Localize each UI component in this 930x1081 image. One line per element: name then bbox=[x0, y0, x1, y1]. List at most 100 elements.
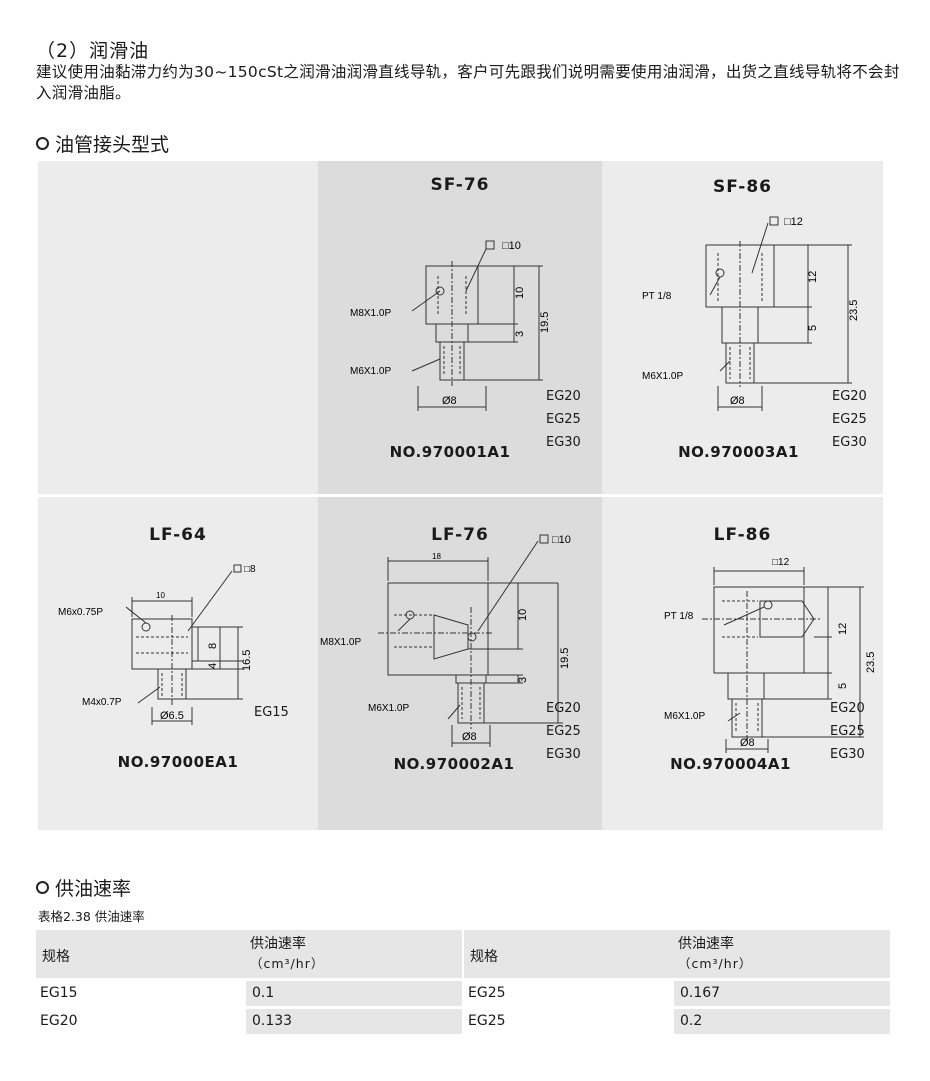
model-item: EG20 bbox=[832, 389, 867, 404]
thread-top-label: M8X1.0P bbox=[350, 308, 391, 319]
spec-cell: EG20 bbox=[40, 1013, 78, 1029]
part-number: NO.97000EA1 bbox=[117, 753, 239, 771]
model-item: EG20 bbox=[546, 701, 581, 716]
thread-bottom-label: M6X1.0P bbox=[664, 711, 705, 722]
rate-header-label: 供油速率 bbox=[678, 936, 734, 952]
model-item: EG25 bbox=[546, 724, 581, 739]
dim-a-label: 8 bbox=[207, 643, 219, 649]
thread-top-label: M6x0.75P bbox=[58, 607, 103, 618]
fitting-card-lf64: LF-64 bbox=[38, 497, 318, 830]
dim-total-label: 19.5 bbox=[559, 648, 571, 669]
square-label: □10 bbox=[552, 534, 571, 546]
dim-total-label: 19.5 bbox=[539, 312, 551, 333]
rate-table-left: 规格 供油速率 （cm³/hr） EG15 0.1 EG20 0.133 bbox=[36, 930, 462, 1034]
dim-a-label: 12 bbox=[807, 271, 819, 283]
thread-top-label: M8X1.0P bbox=[320, 637, 361, 648]
model-item: EG30 bbox=[546, 747, 581, 762]
sf86-drawing: □12 PT 1/8 M6X1.0P 12 5 23.5 Ø8 bbox=[642, 216, 860, 411]
table-header: 规格 供油速率 （cm³/hr） bbox=[36, 930, 462, 978]
dim-b-label: 4 bbox=[207, 663, 219, 669]
rate-header-label: 供油速率 bbox=[250, 936, 306, 952]
square-label: □8 bbox=[244, 564, 256, 575]
width-label: 10 bbox=[156, 591, 165, 600]
fitting-card-lf86: LF-86 bbox=[602, 497, 883, 830]
fitting-name: SF-76 bbox=[430, 175, 490, 195]
table-row: EG20 0.133 bbox=[36, 1009, 462, 1034]
lf64-drawing: □8 10 M6x0.75P M4x0.7P 8 4 16.5 Ø6.5 bbox=[58, 564, 256, 725]
fitting-card-sf86: SF-86 bbox=[602, 161, 883, 494]
model-item: EG25 bbox=[832, 412, 867, 427]
square-label: □12 bbox=[772, 557, 790, 568]
model-item: EG20 bbox=[830, 701, 865, 716]
part-number: NO.970002A1 bbox=[393, 755, 515, 773]
dim-a-label: 10 bbox=[517, 609, 529, 621]
model-list: EG20 EG25 EG30 bbox=[546, 697, 581, 766]
fittings-section-label: 油管接头型式 bbox=[55, 134, 170, 156]
dim-total-label: 16.5 bbox=[241, 650, 253, 671]
rate-section-label: 供油速率 bbox=[55, 878, 132, 900]
fitting-card-lf76: LF-76 bbox=[318, 497, 602, 830]
dim-b-label: 5 bbox=[807, 325, 819, 331]
diameter-label: Ø8 bbox=[730, 395, 745, 407]
subsection-title: （2）润滑油 bbox=[36, 40, 150, 62]
circle-bullet-icon bbox=[36, 881, 49, 894]
rate-cell: 0.167 bbox=[680, 985, 721, 1001]
model-item: EG30 bbox=[830, 747, 865, 762]
model-item: EG20 bbox=[546, 389, 581, 404]
lf76-drawing: □10 18 M8X1.0P M6X1.0P 10 3 19.5 Ø8 bbox=[320, 534, 571, 747]
fitting-name: LF-64 bbox=[149, 525, 207, 545]
model-list: EG20 EG25 EG30 bbox=[830, 697, 865, 766]
thread-bottom-label: M4x0.7P bbox=[82, 697, 122, 708]
thread-top-label: PT 1/8 bbox=[664, 611, 694, 622]
diameter-label: Ø8 bbox=[462, 731, 477, 743]
sf76-drawing: □10 M8X1.0P M6X1.0P 10 3 19.5 Ø8 bbox=[350, 240, 551, 411]
spec-header: 规格 bbox=[42, 949, 70, 965]
dim-a-label: 10 bbox=[514, 287, 526, 299]
rate-header: 供油速率 （cm³/hr） bbox=[250, 935, 324, 973]
diameter-label: Ø6.5 bbox=[160, 710, 184, 722]
fitting-card-sf76: SF-76 bbox=[318, 161, 602, 494]
rate-cell: 0.133 bbox=[252, 1013, 293, 1029]
rate-cell: 0.2 bbox=[680, 1013, 703, 1029]
dim-b-label: 5 bbox=[837, 683, 849, 689]
spec-cell: EG15 bbox=[40, 985, 78, 1001]
fitting-name: LF-86 bbox=[713, 525, 772, 545]
spec-header: 规格 bbox=[470, 949, 498, 965]
model-item: EG15 bbox=[254, 705, 289, 720]
circle-bullet-icon bbox=[36, 137, 49, 150]
dim-total-label: 23.5 bbox=[848, 300, 860, 321]
part-number: NO.970003A1 bbox=[678, 443, 799, 461]
model-item: EG25 bbox=[830, 724, 865, 739]
rate-header-unit: （cm³/hr） bbox=[250, 956, 325, 971]
model-list: EG20 EG25 EG30 bbox=[546, 385, 581, 454]
table-row: EG15 0.1 bbox=[36, 981, 462, 1006]
dim-a-label: 12 bbox=[837, 623, 849, 635]
intro-paragraph: 建议使用油黏滞力约为30~150cSt之润滑油润滑直线导轨，客户可先跟我们说明需… bbox=[36, 63, 900, 102]
fittings-grid: SF-76 bbox=[38, 161, 883, 830]
rate-header: 供油速率 （cm³/hr） bbox=[678, 935, 752, 973]
part-number: NO.970004A1 bbox=[670, 755, 791, 773]
empty-cell bbox=[38, 161, 318, 494]
table-caption: 表格2.38 供油速率 bbox=[38, 909, 145, 924]
lf86-drawing: □12 PT 1/8 M6X1.0P 12 5 23.5 Ø8 bbox=[664, 557, 877, 753]
thread-bottom-label: M6X1.0P bbox=[350, 366, 391, 377]
width-label: 18 bbox=[432, 552, 441, 561]
dim-b-label: 3 bbox=[514, 331, 526, 337]
fitting-name: SF-86 bbox=[712, 177, 773, 197]
model-item: EG30 bbox=[546, 435, 581, 450]
square-label: □10 bbox=[502, 240, 521, 252]
spec-cell: EG25 bbox=[468, 985, 506, 1001]
model-item: EG25 bbox=[546, 412, 581, 427]
model-list: EG20 EG25 EG30 bbox=[832, 385, 867, 454]
square-label: □12 bbox=[784, 216, 803, 228]
part-number: NO.970001A1 bbox=[389, 443, 511, 461]
dim-b-label: 3 bbox=[517, 677, 529, 683]
table-header: 规格 供油速率 （cm³/hr） bbox=[464, 930, 890, 978]
rate-section-title: 供油速率 bbox=[36, 874, 131, 901]
spec-cell: EG25 bbox=[468, 1013, 506, 1029]
model-list: EG15 bbox=[254, 701, 289, 724]
thread-top-label: PT 1/8 bbox=[642, 291, 672, 302]
table-row: EG25 0.167 bbox=[464, 981, 890, 1006]
model-item: EG30 bbox=[832, 435, 867, 450]
dim-total-label: 23.5 bbox=[865, 652, 877, 673]
